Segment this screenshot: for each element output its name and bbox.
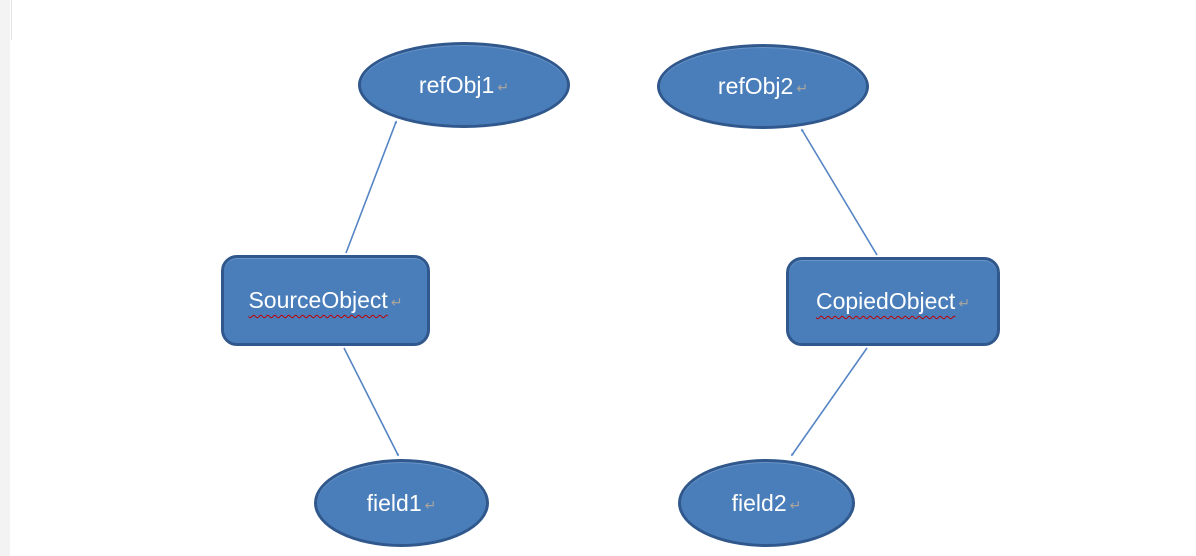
paragraph-mark-icon: ↵ bbox=[958, 295, 971, 311]
node-refobj2[interactable]: refObj2 ↵ bbox=[657, 44, 869, 129]
node-field1[interactable]: field1 ↵ bbox=[314, 459, 489, 547]
node-refobj1[interactable]: refObj1 ↵ bbox=[358, 42, 570, 128]
node-sourceobject-label: SourceObject bbox=[248, 287, 388, 313]
node-field1-label: field1 bbox=[366, 489, 422, 516]
node-sourceobject[interactable]: SourceObject ↵ bbox=[221, 255, 430, 346]
node-refobj1-label: refObj1 bbox=[418, 71, 495, 98]
edge-sourceobject-to-refobj1[interactable] bbox=[345, 122, 396, 254]
edge-sourceobject-to-field1[interactable] bbox=[343, 347, 398, 455]
margin-rule bbox=[11, 0, 12, 40]
edge-copiedobject-to-refobj2[interactable] bbox=[802, 130, 878, 256]
page-margin-strip bbox=[0, 0, 10, 556]
node-field2-label: field2 bbox=[731, 489, 787, 516]
paragraph-mark-icon: ↵ bbox=[424, 496, 437, 513]
edge-copiedobject-to-field2[interactable] bbox=[792, 347, 868, 455]
paragraph-mark-icon: ↵ bbox=[497, 78, 510, 95]
paragraph-mark-icon: ↵ bbox=[789, 496, 802, 513]
node-field2[interactable]: field2 ↵ bbox=[678, 459, 855, 547]
node-copiedobject-label: CopiedObject bbox=[815, 288, 956, 314]
node-copiedobject[interactable]: CopiedObject ↵ bbox=[786, 257, 1000, 346]
node-refobj2-label: refObj2 bbox=[717, 73, 794, 99]
paragraph-mark-icon: ↵ bbox=[796, 80, 809, 96]
paragraph-mark-icon: ↵ bbox=[390, 294, 403, 310]
